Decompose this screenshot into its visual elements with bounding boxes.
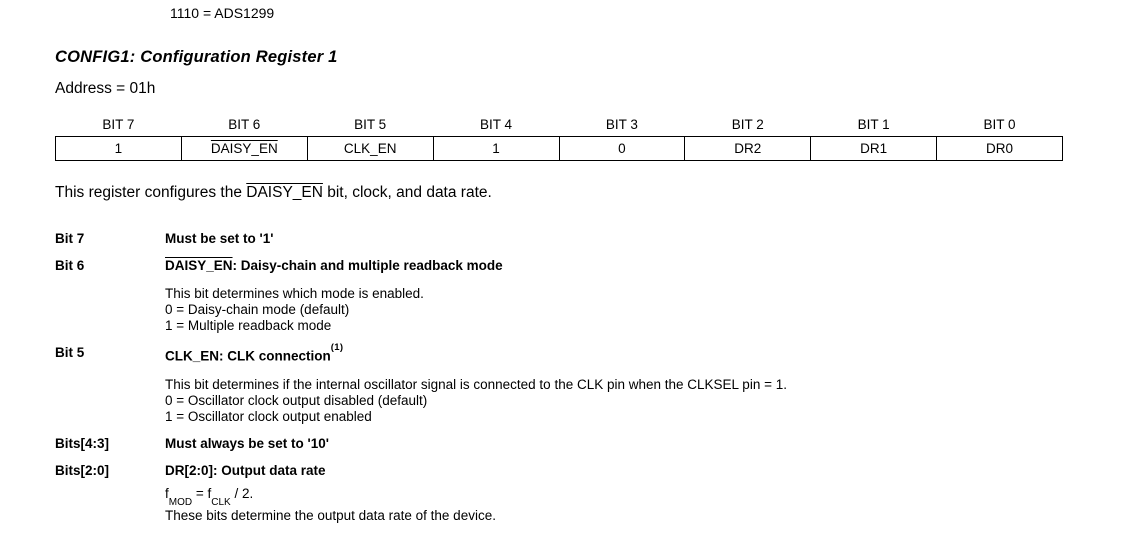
intro-text-pre: This register configures the [55,183,247,201]
register-address: Address = 01h [55,80,156,97]
bit5-label: Bit 5 [55,344,85,360]
bit4-header: BIT 4 [480,116,513,132]
bit6-heading-overlined: DAISY_EN [165,257,233,273]
bit5-value: CLK_EN [306,135,434,161]
register-bit-table-values: 1 DAISY_EN CLK_EN 1 0 DR2 DR1 DR0 [55,135,1063,161]
bits43-content: Must always be set to '10' [165,436,1135,452]
bit6-heading-rest: : Daisy-chain and multiple readback mode [232,257,503,273]
bit6-header: BIT 6 [228,116,261,132]
bit3-header: BIT 3 [605,116,638,132]
footnote-reference: (1) [330,341,344,353]
bit6-body: This bit determines which mode is enable… [165,286,1135,334]
bit6-value-overlined: DAISY_EN [210,140,278,156]
formula-subscript-clk: CLK [211,496,231,508]
bits20-heading: DR[2:0]: Output data rate [165,463,326,478]
bit5-body-line: 1 = Oscillator clock output enabled [165,409,372,424]
bits43-heading: Must always be set to '10' [165,436,329,451]
formula-mid: = f [192,486,212,501]
formula-subscript-mod: MOD [168,496,193,508]
datasheet-page: 1110 = ADS1299 CONFIG1: Configuration Re… [55,5,1135,524]
device-id-line: 1110 = ADS1299 [170,5,275,21]
bit7-header: BIT 7 [102,116,135,132]
bit6-value: DAISY_EN [180,135,308,161]
bits20-label: Bits[2:0] [55,463,110,478]
bit5-description-row: Bit 5 CLK_EN: CLK connection(1) This bit… [55,341,1135,426]
bits20-description-row: Bits[2:0] DR[2:0]: Output data rate fMOD… [55,463,1135,524]
bit5-body-line: 0 = Oscillator clock output disabled (de… [165,393,428,408]
bits20-body-line: These bits determine the output data rat… [165,507,496,523]
bit5-body-line: This bit determines if the internal osci… [165,377,787,392]
bit0-header: BIT 0 [983,116,1016,132]
bit5-body: This bit determines if the internal osci… [165,377,1135,425]
bit1-header: BIT 1 [857,116,890,132]
bit1-value: DR1 [810,135,938,161]
bit7-content: Must be set to '1' [165,231,1135,247]
bit-description-list: Bit 7 Must be set to '1' Bit 6 DAISY_EN:… [55,231,1135,524]
bit7-heading: Must be set to '1' [165,230,274,246]
bit2-header: BIT 2 [731,116,764,132]
intro-text-post: bit, clock, and data rate. [322,183,492,201]
bit6-body-line: 1 = Multiple readback mode [165,317,332,333]
bit6-description-row: Bit 6 DAISY_EN: Daisy-chain and multiple… [55,258,1135,334]
bit6-body-line: This bit determines which mode is enable… [165,285,424,301]
bit6-content: DAISY_EN: Daisy-chain and multiple readb… [165,258,1135,334]
bit7-value: 1 [55,135,182,161]
register-intro-paragraph: This register configures the DAISY_EN bi… [55,184,1135,202]
bit7-description-row: Bit 7 Must be set to '1' [55,231,1135,247]
fmod-formula: fMOD = fCLK / 2. [165,486,1135,508]
bit4-value: 1 [432,135,560,161]
intro-daisy-en-overlined: DAISY_EN [246,183,323,201]
bit5-heading: CLK_EN: CLK connection(1) [165,341,1135,365]
section-heading: CONFIG1: Configuration Register 1 [55,48,338,66]
bit6-label: Bit 6 [55,257,85,273]
bits43-description-row: Bits[4:3] Must always be set to '10' [55,436,1135,452]
register-bit-table-header: BIT 7 BIT 6 BIT 5 BIT 4 BIT 3 BIT 2 BIT … [56,115,1063,136]
bit5-header: BIT 5 [354,116,387,132]
bit2-value: DR2 [684,135,812,161]
bit6-heading: DAISY_EN: Daisy-chain and multiple readb… [165,258,1135,274]
register-bit-table: BIT 7 BIT 6 BIT 5 BIT 4 BIT 3 BIT 2 BIT … [55,115,1063,161]
bit0-value: DR0 [936,135,1063,161]
bits43-label: Bits[4:3] [55,436,110,451]
bit6-body-line: 0 = Daisy-chain mode (default) [165,301,350,317]
formula-base: f [165,486,169,501]
bit3-value: 0 [558,135,686,161]
bit5-content: CLK_EN: CLK connection(1) This bit deter… [165,341,1135,426]
bits20-content: DR[2:0]: Output data rate fMOD = fCLK / … [165,463,1135,524]
bit5-heading-text: CLK_EN: CLK connection [165,348,331,363]
bit7-label: Bit 7 [55,230,85,246]
formula-tail: / 2. [230,486,254,501]
